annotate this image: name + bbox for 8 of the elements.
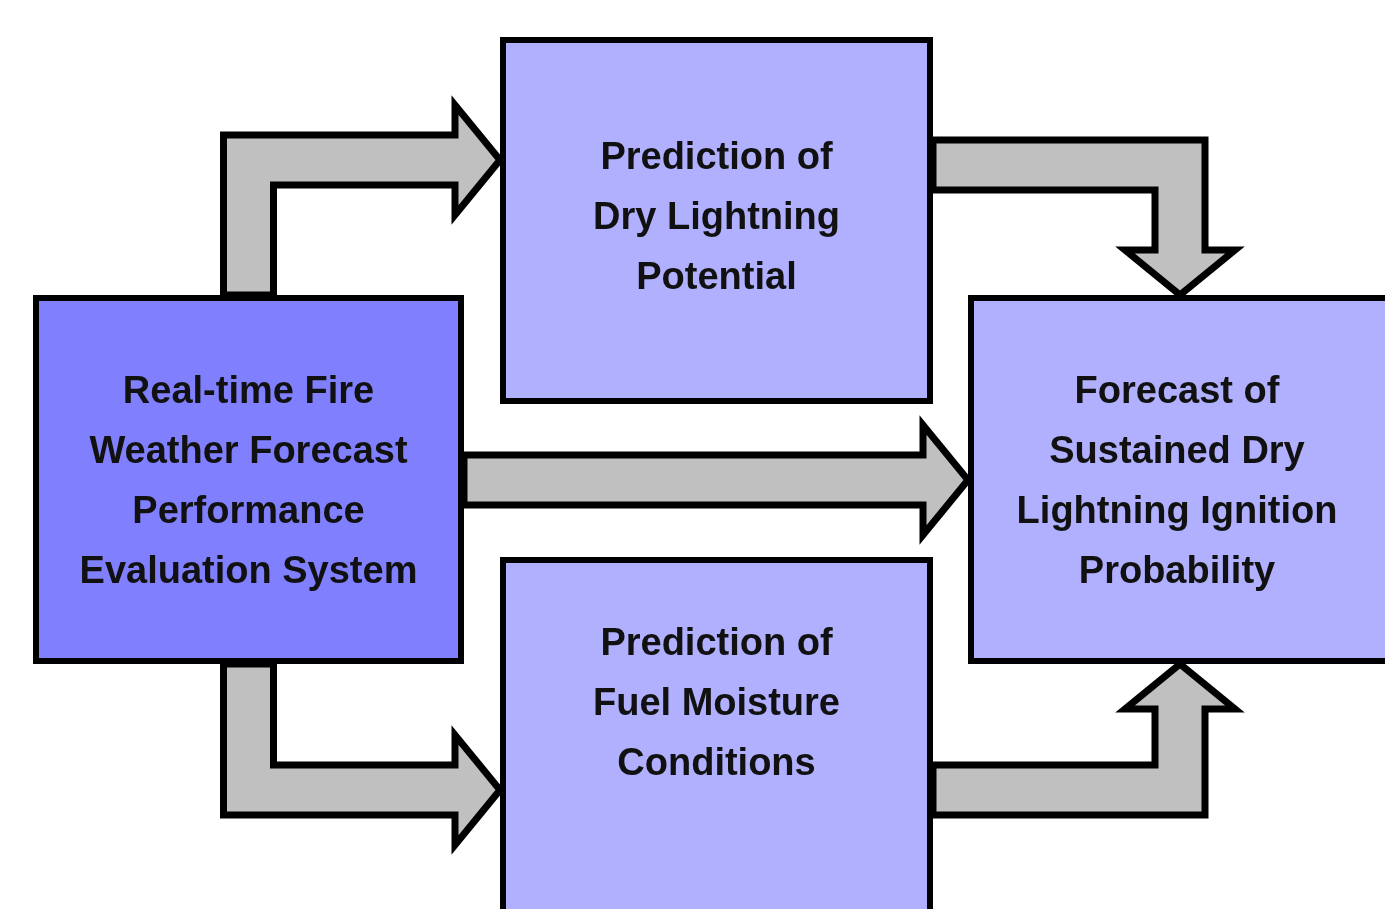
box-label: Real-time Fire Weather Forecast Performance Evaluation System xyxy=(78,367,419,593)
process-box xyxy=(33,295,464,664)
box-label: Forecast of Sustained Dry Lightning Ignition Probability xyxy=(1015,367,1339,593)
process-box xyxy=(968,295,1385,664)
box-label: Prediction of Dry Lightning Potential xyxy=(592,133,841,299)
process-box xyxy=(500,37,933,404)
box-label: Prediction of Fuel Moisture Conditions xyxy=(592,620,841,785)
process-box xyxy=(500,557,933,909)
